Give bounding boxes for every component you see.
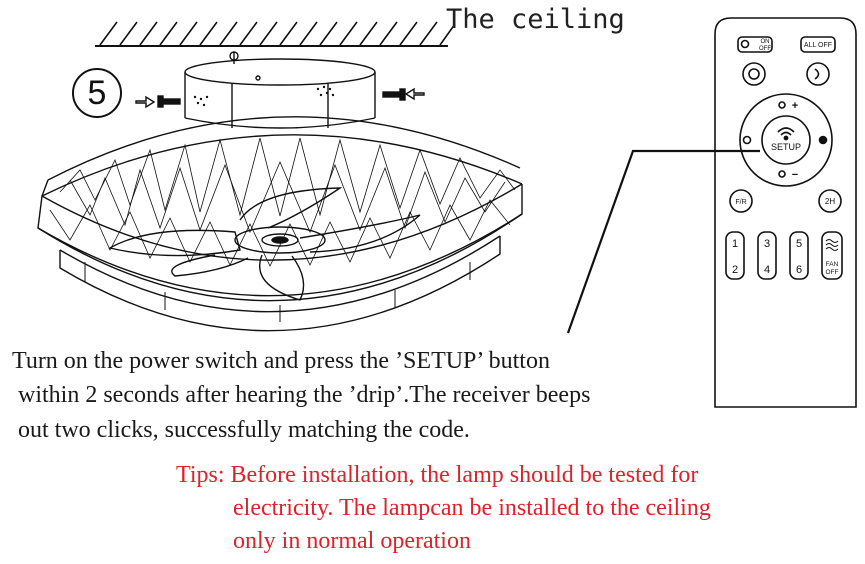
setup-label: SETUP <box>771 142 801 152</box>
fan-off-button[interactable]: FAN OFF <box>821 231 843 280</box>
tip-line-2: electricity. The lampcan be installed to… <box>233 495 711 521</box>
svg-text:−: − <box>792 169 798 181</box>
fr-label: F/R <box>735 199 746 206</box>
dpad: + − SETUP <box>739 93 833 187</box>
color-cool-button[interactable] <box>742 135 752 145</box>
svg-text:+: + <box>792 100 798 112</box>
step-number: 5 <box>72 68 122 118</box>
crystal-lattice <box>49 137 516 267</box>
fan-label: FAN <box>826 261 839 268</box>
ceiling-label: The ceiling <box>446 4 625 35</box>
svg-text:OFF: OFF <box>759 46 771 52</box>
brightness-down-button[interactable]: − <box>778 169 798 181</box>
brightness-up-button[interactable]: + <box>778 100 798 112</box>
speed-6-label: 6 <box>796 264 802 276</box>
speed-buttons-1-2[interactable]: 1 2 <box>725 231 745 280</box>
screw-icon <box>229 51 239 64</box>
remote-control: ON OFF ALL OFF + <box>714 17 857 408</box>
color-warm-button[interactable] <box>818 135 828 145</box>
night-mode-button[interactable] <box>806 62 830 86</box>
instruction-line-3: out two clicks, successfully matching th… <box>18 417 470 443</box>
screw-left-icon <box>135 95 181 109</box>
fan-blades <box>108 187 421 301</box>
timer-2h-button[interactable]: 2H <box>818 189 842 213</box>
on-off-button[interactable]: ON OFF <box>737 36 773 53</box>
off-label: OFF <box>826 269 839 276</box>
speed-buttons-3-4[interactable]: 3 4 <box>757 231 777 280</box>
tip-line-3: only in normal operation <box>233 528 471 554</box>
speed-4-label: 4 <box>764 264 770 276</box>
light-mode-button[interactable] <box>742 62 766 86</box>
ceiling-fan-lamp <box>37 51 523 332</box>
screw-right-icon <box>382 87 425 101</box>
speed-2-label: 2 <box>732 264 738 276</box>
all-off-label: ALL OFF <box>804 42 832 49</box>
tip-line-1: Tips: Before installation, the lamp shou… <box>176 462 699 488</box>
speed-1-label: 1 <box>732 238 738 250</box>
all-off-button[interactable]: ALL OFF <box>800 36 836 53</box>
speed-buttons-5-6[interactable]: 5 6 <box>789 231 809 280</box>
timer-2h-label: 2H <box>825 197 835 206</box>
setup-button[interactable]: SETUP <box>761 115 811 165</box>
ceiling-hatch <box>95 21 456 47</box>
instruction-line-1: Turn on the power switch and press the ’… <box>12 348 550 374</box>
fr-button[interactable]: F/R <box>729 189 753 213</box>
speed-3-label: 3 <box>764 238 770 250</box>
setup-pointer-line <box>566 149 760 334</box>
instruction-line-2: within 2 seconds after hearing the ’drip… <box>18 382 591 408</box>
speed-5-label: 5 <box>796 238 802 250</box>
on-off-label: ON <box>761 39 770 45</box>
